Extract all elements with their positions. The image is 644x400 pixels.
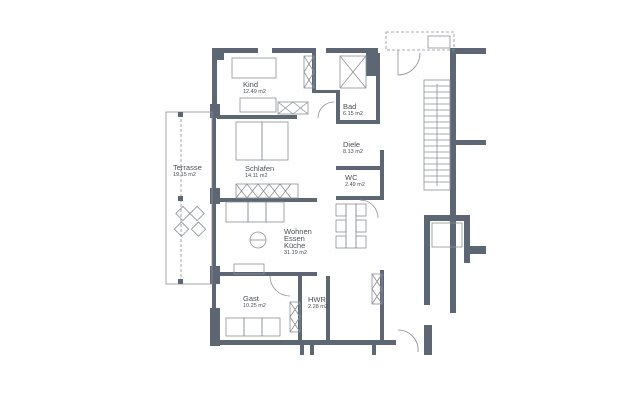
room-area: 31.19 m2 <box>284 250 307 256</box>
room-name: Gast <box>243 294 259 303</box>
room-name-2: Essen <box>284 234 305 243</box>
room-name: Terrasse <box>173 163 202 172</box>
room-label-diele: Diele 8.13 m2 <box>343 141 363 156</box>
room-label-terrasse: Terrasse 19.15 m2 <box>173 164 202 179</box>
room-area: 19.15 m2 <box>173 172 196 178</box>
room-label-hwr: HWR 2.28 m2 <box>308 296 328 311</box>
room-name: HWR <box>308 295 326 304</box>
room-area: 14.11 m2 <box>245 173 268 179</box>
room-label-wohnen-essen-kueche: Wohnen Essen Küche 31.19 m2 <box>284 228 312 257</box>
room-name: WC <box>345 173 358 182</box>
room-area: 12.49 m2 <box>243 89 266 95</box>
room-name: Kind <box>243 80 259 89</box>
room-label-kind: Kind 12.49 m2 <box>243 81 266 96</box>
room-name: Diele <box>343 140 361 149</box>
room-label-gast: Gast 10.25 m2 <box>243 295 266 310</box>
room-area: 10.25 m2 <box>243 303 266 309</box>
room-label-bad: Bad 6.15 m2 <box>343 103 363 118</box>
room-area: 2.28 m2 <box>308 304 328 310</box>
room-name: Schlafen <box>245 164 275 173</box>
room-label-schlafen: Schlafen 14.11 m2 <box>245 165 274 180</box>
room-label-wc: WC 2.49 m2 <box>345 174 365 189</box>
room-name: Bad <box>343 102 357 111</box>
room-area: 8.13 m2 <box>343 149 363 155</box>
fixtures <box>165 31 463 353</box>
room-name: Wohnen <box>284 227 312 236</box>
terrace-posts <box>178 112 183 284</box>
room-area: 2.49 m2 <box>345 182 365 188</box>
room-name-3: Küche <box>284 241 306 250</box>
room-area: 6.15 m2 <box>343 111 363 117</box>
